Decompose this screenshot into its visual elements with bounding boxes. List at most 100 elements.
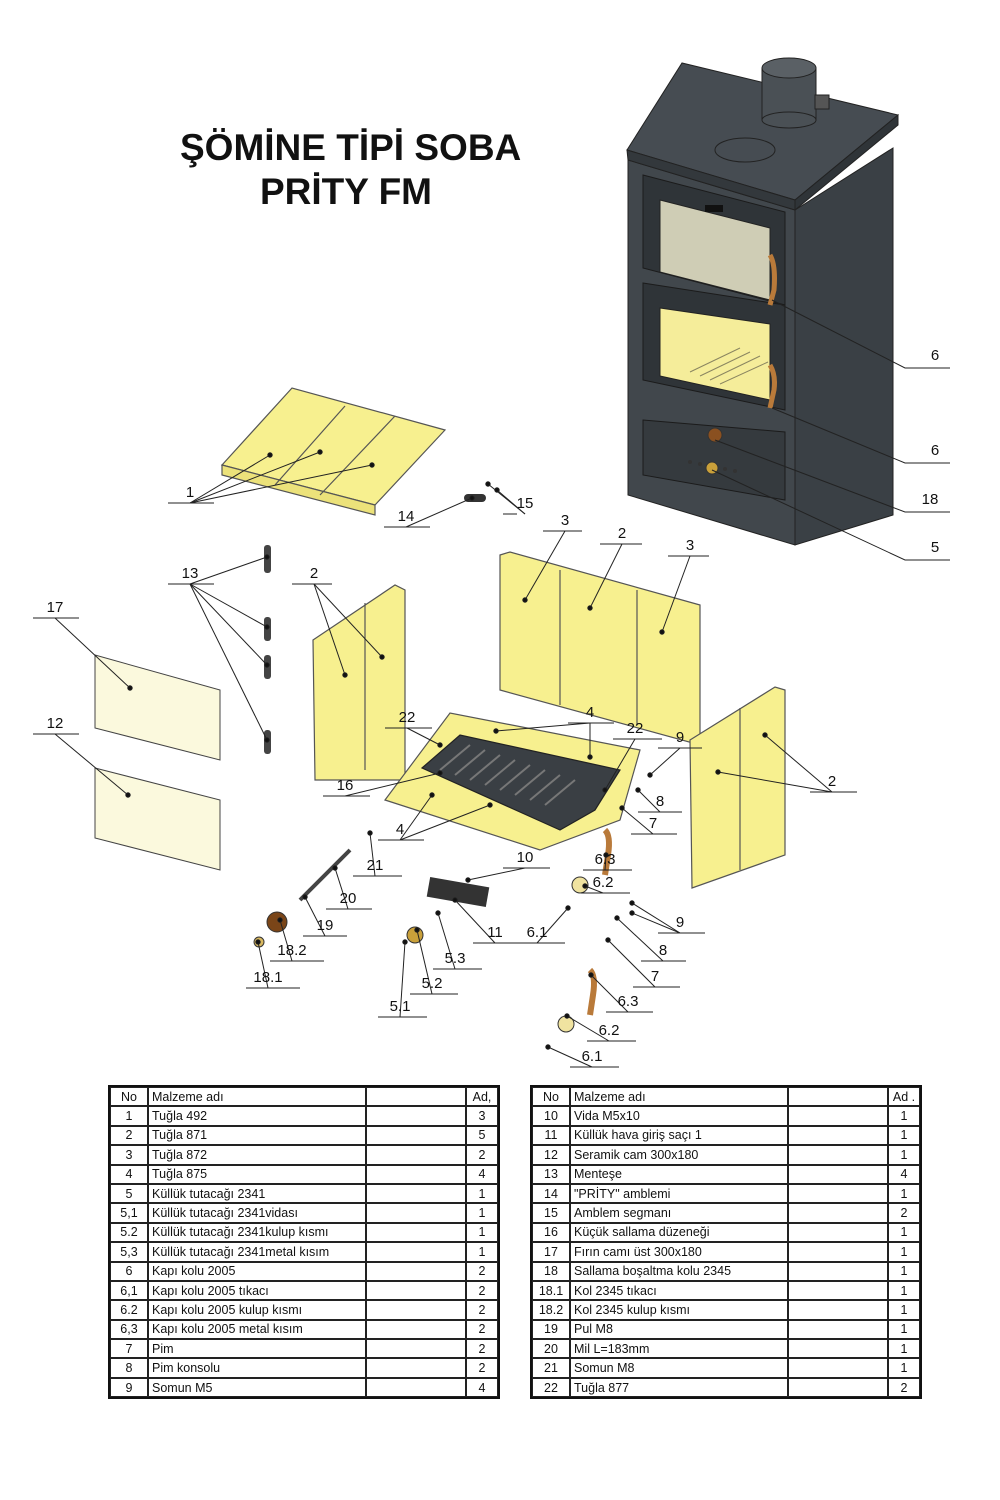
leader-line [405, 497, 473, 528]
part-number: 22 [532, 1377, 570, 1398]
hinges [264, 545, 271, 754]
leader-dot [522, 597, 528, 603]
leader-line [399, 794, 433, 841]
blank-cell [366, 1183, 466, 1204]
leader-dot [302, 894, 308, 900]
part-quantity: 2 [888, 1203, 920, 1223]
blank-cell [366, 1242, 466, 1262]
leader-dot [603, 852, 609, 858]
callout-label: 11 [487, 924, 503, 941]
leader-dot [317, 449, 323, 455]
blank-cell [788, 1203, 888, 1223]
leader-line [590, 974, 629, 1013]
part-name: Tuğla 872 [148, 1145, 366, 1165]
header-no: No [110, 1087, 148, 1107]
blank-cell [788, 1145, 888, 1165]
leader-line [334, 867, 349, 910]
leader-dot [429, 792, 435, 798]
leader-dot [125, 792, 131, 798]
callout-label: 16 [337, 777, 354, 794]
part-quantity: 1 [888, 1222, 920, 1243]
part-name: Kapı kolu 2005 kulup kısmı [148, 1300, 366, 1320]
blank-cell [788, 1339, 888, 1359]
hotplate-ring [714, 137, 776, 163]
blank-cell [366, 1300, 466, 1320]
leader-dot [629, 900, 635, 906]
leader-line [406, 727, 441, 746]
blank-cell [366, 1319, 466, 1340]
leader-line [584, 885, 604, 894]
part-number: 5,1 [110, 1203, 148, 1223]
part-quantity: 4 [466, 1164, 498, 1184]
part-quantity: 1 [466, 1183, 498, 1204]
leader-dot [437, 742, 443, 748]
leader-dot [277, 917, 283, 923]
callout-label: 18.1 [253, 969, 282, 986]
callout-label: 12 [47, 715, 64, 732]
part-quantity: 1 [888, 1183, 920, 1204]
callout-label: 5.3 [445, 950, 466, 967]
part-number: 4 [110, 1164, 148, 1184]
leader-line [313, 583, 383, 658]
part-number: 14 [532, 1183, 570, 1204]
part-name: Tuğla 877 [570, 1377, 788, 1398]
leader-dot [494, 487, 500, 493]
oven-glass-17 [94, 654, 221, 761]
leader-dot [264, 554, 270, 560]
callout-label: 4 [586, 704, 594, 721]
leader-line [661, 555, 691, 633]
callout-label: 19 [317, 917, 334, 934]
brick-back-872 [499, 551, 701, 746]
part-number: 5 [110, 1183, 148, 1204]
part-quantity: 4 [888, 1164, 920, 1184]
part-name: Pim [148, 1339, 366, 1359]
part-name: Menteşe [570, 1164, 788, 1184]
part-name: Vida M5x10 [570, 1106, 788, 1126]
part-quantity: 2 [466, 1280, 498, 1301]
part-name: Küllük tutacağı 2341metal kısım [148, 1242, 366, 1262]
leader-line [189, 451, 321, 504]
part-name: Kol 2345 kulup kısmı [570, 1300, 788, 1320]
brick-top-492 [220, 387, 447, 506]
leader-dot [452, 897, 458, 903]
shaft [298, 848, 352, 902]
part-number: 6 [110, 1261, 148, 1281]
part-name: Somun M8 [570, 1358, 788, 1378]
part-number: 9 [110, 1377, 148, 1398]
part-quantity: 2 [466, 1358, 498, 1378]
part-number: 11 [532, 1125, 570, 1146]
part-quantity: 1 [888, 1242, 920, 1262]
part-name: Küllük tutacağı 2341vidası [148, 1203, 366, 1223]
leader-dot [605, 937, 611, 943]
part-quantity: 1 [888, 1125, 920, 1146]
leader-line [589, 543, 623, 609]
leader-line [496, 489, 526, 515]
callout-label: 21 [367, 857, 384, 874]
part-number: 8 [110, 1358, 148, 1378]
callout-label: 18 [922, 491, 939, 508]
header-qty: Ad . [888, 1087, 920, 1107]
leader-line [607, 939, 656, 988]
leader-dot [487, 802, 493, 808]
part-number: 6,3 [110, 1319, 148, 1340]
callout-label: 3 [561, 512, 569, 529]
callout-label: 6.1 [582, 1048, 603, 1065]
table-header-row: No Malzeme adı Ad, [110, 1087, 498, 1107]
part-number: 18.1 [532, 1280, 570, 1301]
leader-line [631, 902, 681, 934]
blank-cell [788, 1319, 888, 1340]
part-quantity: 5 [466, 1125, 498, 1146]
leader-dot [379, 654, 385, 660]
stove-assembly [626, 57, 950, 561]
